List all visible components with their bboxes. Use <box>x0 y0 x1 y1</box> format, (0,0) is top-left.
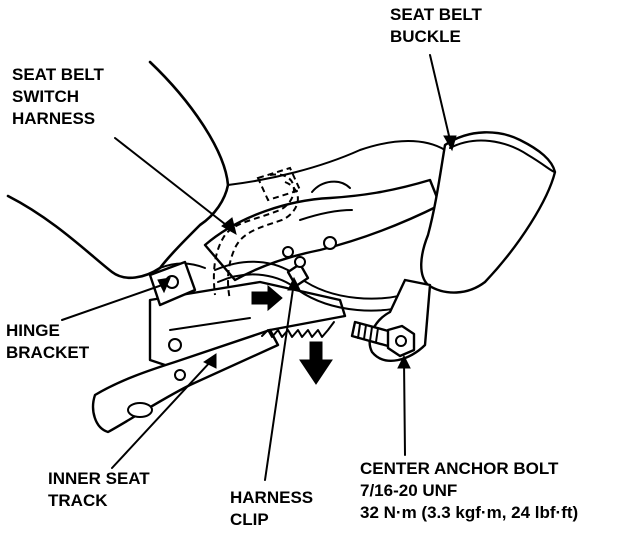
label-hinge-bracket: HINGE BRACKET <box>6 321 90 362</box>
frame-hole <box>282 246 294 258</box>
label-harness-clip: HARNESS CLIP <box>230 488 314 529</box>
harness-connector <box>256 166 302 202</box>
seat-frame-slot <box>299 209 353 221</box>
track-hole <box>174 369 186 381</box>
center-anchor-bolt-center <box>395 335 407 347</box>
inner-seat-track-body <box>148 280 347 372</box>
center-anchor-bolt-thread <box>357 323 379 343</box>
leader-lines <box>61 54 457 481</box>
frame-hole <box>323 236 337 250</box>
track-slot <box>169 317 251 331</box>
track-hole <box>127 402 153 418</box>
seat-belt-buckle-body <box>420 131 557 294</box>
track-hole <box>168 338 182 352</box>
seat-cushion-edge <box>227 140 446 186</box>
seat-side-frame <box>203 178 442 282</box>
seat-cushion-outline <box>6 60 230 280</box>
seat-belt-switch-harness-wire <box>227 181 299 301</box>
label-seat-belt-buckle: SEAT BELT BUCKLE <box>390 5 482 46</box>
inner-seat-track-teeth <box>261 321 335 338</box>
seat-belt-switch-harness-wire <box>212 173 295 296</box>
seat-belt-buckle-cap <box>449 139 556 173</box>
direction-arrow-down-icon <box>299 341 333 385</box>
label-seat-belt-switch-harness: SEAT BELT SWITCH HARNESS <box>12 65 104 128</box>
direction-arrow-right-icon <box>251 284 283 312</box>
harness-clip-head <box>294 256 306 268</box>
label-center-anchor-bolt: CENTER ANCHOR BOLT 7/16-20 UNF 32 N·m (3… <box>360 459 579 522</box>
label-inner-seat-track: INNER SEAT TRACK <box>48 469 150 510</box>
seat-frame-lip <box>311 180 351 193</box>
